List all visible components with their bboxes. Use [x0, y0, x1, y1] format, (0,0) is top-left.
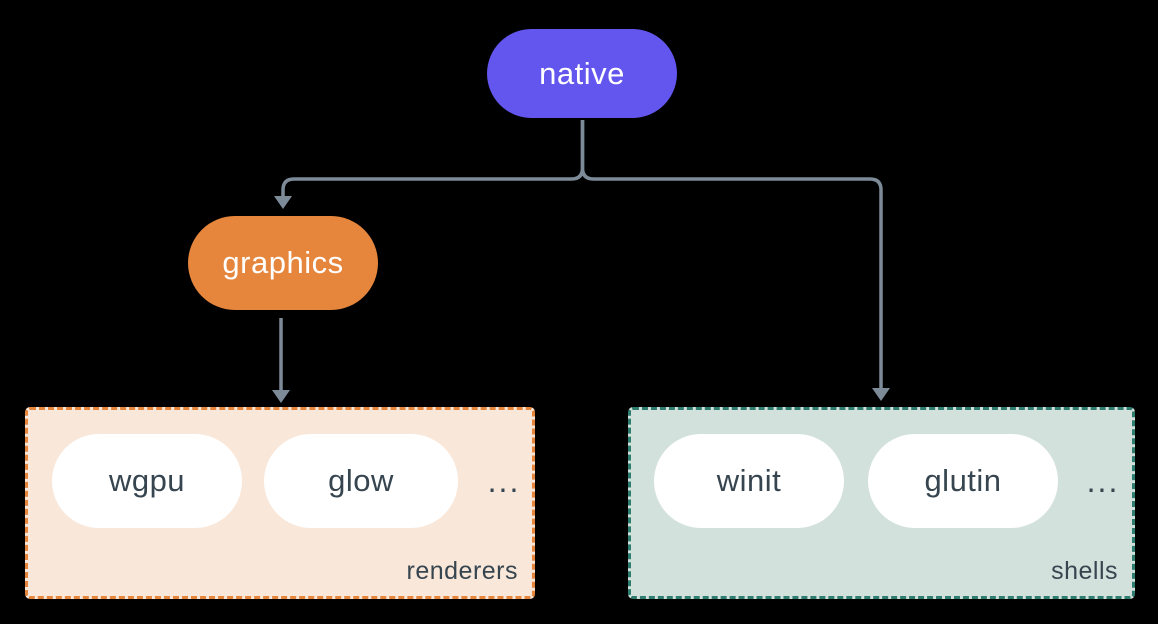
group-renderers-label: renderers [406, 557, 518, 585]
group-shells-label: shells [1051, 557, 1118, 585]
node-winit-label: winit [716, 463, 782, 498]
group-shells: winit glutin ... shells [628, 407, 1135, 599]
node-glutin-label: glutin [924, 463, 1002, 498]
node-graphics: graphics [188, 216, 378, 310]
node-glow: glow [264, 434, 458, 528]
node-graphics-label: graphics [222, 245, 344, 280]
node-wgpu: wgpu [52, 434, 242, 528]
node-wgpu-label: wgpu [108, 463, 186, 498]
shells-ellipsis: ... [1086, 462, 1120, 499]
node-winit: winit [654, 434, 844, 528]
arrowhead-graphics-icon [274, 196, 292, 209]
node-glow-label: glow [328, 463, 394, 498]
arrowhead-renderers-icon [272, 390, 290, 403]
edge-native-graphics [281, 120, 585, 197]
node-native: native [487, 29, 677, 118]
node-native-label: native [539, 55, 625, 91]
group-renderers: wgpu glow ... renderers [25, 407, 535, 599]
renderers-ellipsis: ... [487, 462, 521, 499]
node-glutin: glutin [868, 434, 1058, 528]
arrowhead-shells-icon [872, 388, 890, 401]
edge-native-shells [580, 120, 883, 389]
